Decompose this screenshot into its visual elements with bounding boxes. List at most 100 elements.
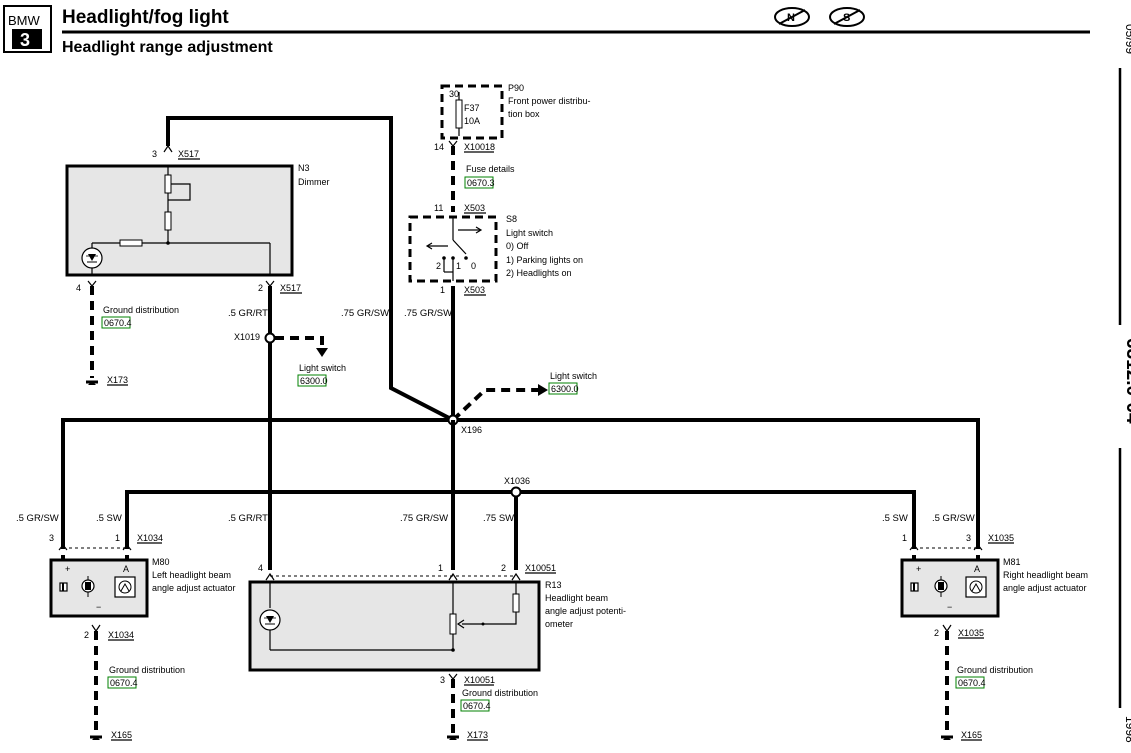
r13-desc-1: Headlight beam (545, 593, 608, 603)
m81-ground-point: X165 (961, 730, 982, 740)
s8-top-pin: 11 (434, 203, 443, 213)
m80-ground-point: X165 (111, 730, 132, 740)
r13-pin-2: 2 (501, 563, 506, 573)
n3-ground-label: Ground distribution (103, 305, 179, 315)
n3-ground-ref-box[interactable] (101, 316, 131, 329)
wire-bus-x196 (61, 418, 980, 540)
m80-pin-3: 3 (49, 533, 54, 543)
variant-n-label: N (787, 12, 795, 24)
x1019-dest-ref[interactable]: 6300.0 (300, 376, 328, 386)
m80-pin-1: 1 (115, 533, 120, 543)
s8-pos-1: 1 (456, 261, 461, 271)
m81-ground-ref[interactable]: 0670.4 (958, 678, 986, 688)
fuse-id: F37 (464, 103, 480, 113)
n3-top-pin: 3 (152, 149, 157, 159)
m81-pin-1: 1 (902, 533, 907, 543)
r13-pin-4: 4 (258, 563, 263, 573)
n3-dimmer (65, 164, 294, 277)
x1036-id: X1036 (504, 476, 530, 486)
n3-ground-ref[interactable]: 0670.4 (104, 318, 132, 328)
s8-bottom-conn: X503 (464, 285, 485, 295)
fuse-details-ref-box[interactable] (464, 176, 494, 189)
n3-ground-point: X173 (107, 375, 128, 385)
p90-conn-pin: 14 (434, 142, 444, 152)
n3-conn-right: X517 (280, 283, 301, 293)
r13-id: R13 (545, 580, 562, 590)
wire-x196-to-light-switch (451, 388, 540, 422)
x1019-dest-ref-box[interactable] (297, 374, 327, 387)
m81-minus: − (947, 602, 952, 612)
wire-label-m80-sw: .5 SW (96, 513, 122, 524)
m80-ground-ref[interactable]: 0670.4 (110, 678, 138, 688)
variant-s-label: S (843, 12, 850, 24)
fuse-icon (455, 99, 463, 129)
s8-state-headlights: 2) Headlights on (506, 268, 572, 278)
splice-x1036 (510, 486, 522, 498)
m80-actuator: + A − (49, 558, 149, 618)
page-subtitle: Headlight range adjustment (62, 39, 273, 56)
m81-actuator: + A − (900, 558, 1000, 618)
r13-ground-point: X173 (467, 730, 488, 740)
x1019-dest-label: Light switch (299, 363, 346, 373)
m80-conn: X1034 (137, 533, 163, 543)
splice-x1019 (264, 332, 276, 344)
m80-ground-ref-box[interactable] (107, 676, 137, 689)
series-badge-bg (12, 29, 42, 49)
r13-conn-bottom: X10051 (464, 675, 495, 685)
wire-x1019-to-light-switch (275, 336, 324, 350)
series-badge-label: 3 (20, 30, 30, 50)
m81-plus: + (916, 564, 921, 574)
s8-id: S8 (506, 214, 517, 224)
m80-pin-2: 2 (84, 630, 89, 640)
m81-ground-ref-box[interactable] (955, 676, 985, 689)
m81-pin-2: 2 (934, 628, 939, 638)
m81-pin-3: 3 (966, 533, 971, 543)
r13-desc-3: ometer (545, 619, 573, 629)
s8-name: Light switch (506, 228, 553, 238)
r13-conn: X10051 (525, 563, 556, 573)
wire-label-r13-grrt: .5 GR/RT (228, 513, 268, 524)
wire-label-r13-grsw: .75 GR/SW (400, 513, 448, 524)
wire-label-switch-grsw: .75 GR/SW (404, 308, 452, 319)
p90-desc-2: tion box (508, 109, 540, 119)
p90-id: P90 (508, 83, 524, 93)
m80-a: A (123, 564, 129, 574)
wire-label-m80-grsw: .5 GR/SW (16, 513, 59, 524)
r13-pin-3: 3 (440, 675, 445, 685)
m80-conn-2: X1034 (108, 630, 134, 640)
s8-state-off: 0) Off (506, 241, 529, 251)
wire-label-r13-sw: .75 SW (483, 513, 514, 524)
p90-conn: X10018 (464, 142, 495, 152)
m81-ground-label: Ground distribution (957, 665, 1033, 675)
x196-dest-ref[interactable]: 6300.0 (551, 384, 579, 394)
n3-pin-right: 2 (258, 283, 263, 293)
variant-n-icon: N (774, 7, 810, 27)
r13-pin-1: 1 (438, 563, 443, 573)
n3-id: N3 (298, 163, 310, 173)
wire-label-m81-sw: .5 SW (882, 513, 908, 524)
p90-desc-1: Front power distribu- (508, 96, 591, 106)
p90-fuse-box: 30 F37 10A P90 Front power distribu- tio… (440, 83, 591, 140)
r13-ground-ref[interactable]: 0670.4 (463, 701, 491, 711)
page-title: Headlight/fog light (62, 7, 229, 28)
s8-pos-0: 0 (471, 261, 476, 271)
m80-plus: + (65, 564, 70, 574)
m80-desc-1: Left headlight beam (152, 570, 231, 580)
r13-ground-ref-box[interactable] (460, 699, 490, 712)
s8-pos-2: 2 (436, 261, 441, 271)
x196-id: X196 (461, 425, 482, 435)
wire-label-n3-grrt: .5 GR/RT (228, 308, 268, 319)
m80-id: M80 (152, 557, 170, 567)
issue-date: 05/99 (1123, 24, 1131, 54)
x196-dest-ref-box[interactable] (548, 382, 578, 395)
fuse-details-ref[interactable]: 0670.3 (467, 178, 495, 188)
m81-desc-2: angle adjust actuator (1003, 583, 1087, 593)
header: BMW 3 Headlight/fog light Headlight rang… (3, 5, 1090, 56)
x196-dest-label: Light switch (550, 371, 597, 381)
p90-pin: 30 (449, 89, 459, 99)
variant-s-icon: S (829, 7, 865, 27)
r13-desc-2: angle adjust potenti- (545, 606, 626, 616)
m81-conn-2: X1035 (958, 628, 984, 638)
wire-n3-to-x196 (166, 116, 454, 422)
